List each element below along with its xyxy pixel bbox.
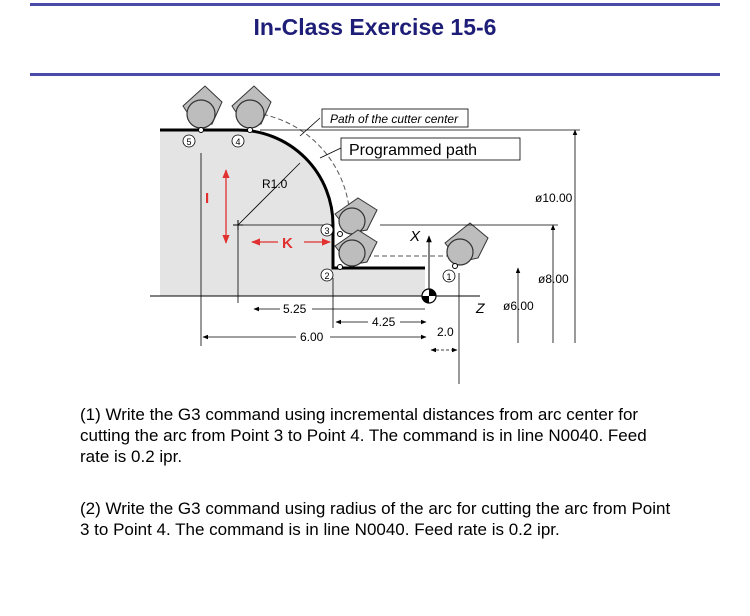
svg-text:4: 4: [235, 137, 240, 147]
dia8-label: ø8.00: [538, 272, 569, 286]
top-rule: [30, 3, 720, 6]
x-axis-label: X: [409, 228, 421, 245]
point-label-1: 1: [442, 269, 456, 283]
point-marker-5: [198, 127, 204, 133]
svg-text:2: 2: [324, 271, 329, 281]
dia6-label: ø6.00: [503, 299, 534, 313]
path-label: Path of the cutter center: [330, 112, 459, 126]
point-marker-4: [247, 127, 253, 133]
programmed-path-line: [160, 128, 425, 270]
point-label-5: 5: [182, 134, 196, 148]
tool-insert-1: [444, 222, 489, 266]
radius-label: R1.0: [262, 177, 288, 191]
cutter-center-path: [254, 112, 351, 224]
svg-text:1: 1: [446, 272, 451, 282]
dim-2-0-label: 2.0: [437, 325, 454, 339]
point-marker-1: [452, 263, 458, 269]
dia10-label: ø10.00: [535, 191, 573, 205]
cnc-diagram: R1.0 I K 5 4 3 2: [150, 85, 580, 384]
point-marker-2: [337, 264, 343, 270]
question-2: (2) Write the G3 command using radius of…: [80, 499, 671, 539]
i-label: I: [205, 190, 209, 207]
dim-6-00-label: 6.00: [300, 330, 324, 344]
svg-text:3: 3: [324, 226, 329, 236]
page-title: In-Class Exercise 15-6: [253, 14, 497, 40]
point-label-2: 2: [320, 268, 334, 282]
svg-text:5: 5: [186, 137, 191, 147]
question-1: (1) Write the G3 command using increment…: [80, 405, 647, 466]
dim-5-25-label: 5.25: [283, 302, 307, 316]
programmed-label-leader: [319, 147, 342, 159]
radius-line: [237, 162, 301, 226]
point-label-4: 4: [231, 134, 245, 148]
z-axis-label: Z: [475, 300, 485, 316]
origin-symbol: [421, 288, 437, 304]
point-label-3: 3: [320, 223, 334, 237]
k-label: K: [282, 235, 293, 252]
path-label-leader: [299, 117, 321, 137]
programmed-label: Programmed path: [349, 142, 477, 159]
tool-insert-5: [182, 85, 223, 129]
dim-4-25-label: 4.25: [372, 315, 396, 329]
tool-insert-4: [231, 85, 272, 129]
title-underline: [30, 73, 720, 76]
programmed-label-box: [340, 137, 521, 161]
tool-insert-3: [334, 197, 378, 235]
tool-insert-2: [334, 229, 378, 267]
point-marker-3: [337, 231, 343, 237]
path-label-box: [321, 108, 469, 128]
